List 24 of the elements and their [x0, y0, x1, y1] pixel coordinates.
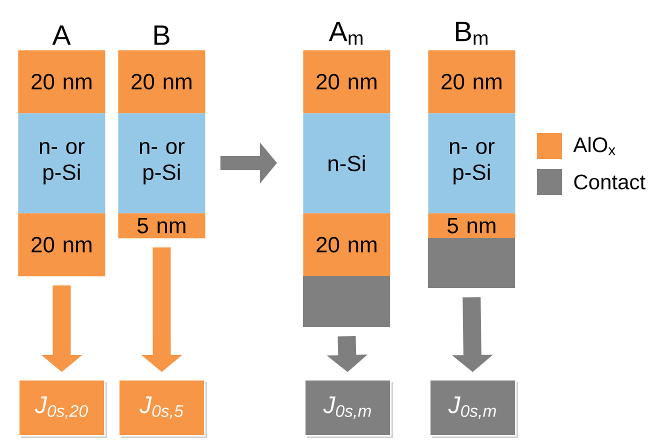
result-box: J$_{0s,20}$	[18, 379, 107, 438]
column-heading: B	[154, 26, 170, 45]
layer-box: 20 nm	[428, 50, 516, 114]
result-box: J$_{0s,m}$	[304, 379, 393, 438]
layer-box: 5 nm	[428, 213, 516, 238]
layer-box: n- or p-Si	[18, 113, 106, 214]
legend-label: Contact	[574, 174, 646, 190]
layer-box: 20 nm	[303, 213, 390, 276]
layer-box: 20 nm	[18, 50, 106, 114]
layer-box: 20 nm	[118, 50, 206, 114]
column-heading: B$_{m}$	[456, 22, 488, 45]
contact-layer	[303, 276, 390, 327]
layer-box: n-Si	[303, 113, 390, 214]
contact-layer	[428, 238, 515, 288]
result-box: J$_{0s,5}$	[118, 379, 207, 438]
layer-box: 5 nm	[118, 213, 206, 238]
layer-box: 20 nm	[303, 50, 390, 114]
result-box: J$_{0s,m}$	[429, 379, 518, 438]
layer-box: n- or p-Si	[118, 113, 206, 214]
legend-label: AlO$_{x}$	[573, 136, 616, 156]
column-heading: A$_{m}$	[328, 22, 362, 45]
column-heading: A	[52, 26, 71, 45]
layer-box: n- or p-Si	[428, 113, 516, 214]
layer-box: 20 nm	[18, 213, 106, 276]
